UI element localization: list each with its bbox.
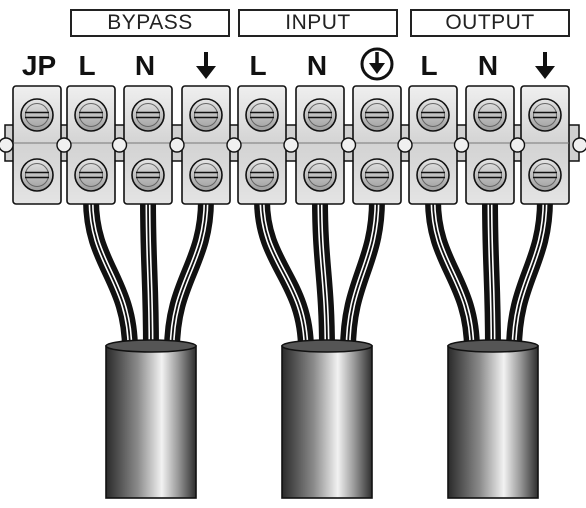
terminal-0 bbox=[12, 85, 62, 205]
screw-rim bbox=[421, 163, 445, 187]
cable-output bbox=[447, 339, 539, 499]
screw-rim bbox=[533, 103, 557, 127]
arrow-head bbox=[196, 66, 216, 79]
wire-core bbox=[319, 199, 328, 351]
screw-rim bbox=[194, 103, 218, 127]
bridge-hole bbox=[509, 137, 526, 153]
terminal-label-input-l: L bbox=[249, 50, 267, 81]
screw-rim bbox=[308, 103, 332, 127]
bridge-hole bbox=[169, 137, 185, 153]
bridge-hole bbox=[453, 137, 470, 153]
arrow-head bbox=[535, 66, 555, 79]
cable-end bbox=[281, 339, 373, 353]
ground-arrow-icon bbox=[196, 52, 216, 79]
wire-core bbox=[489, 199, 494, 351]
terminal-label-input-n: N bbox=[306, 50, 328, 81]
terminal-label-jp: JP bbox=[21, 50, 57, 81]
protective-earth-icon bbox=[360, 47, 394, 81]
terminal-2 bbox=[123, 85, 173, 205]
screw-rim bbox=[250, 163, 274, 187]
bridge-hole bbox=[340, 137, 357, 153]
screw-rim bbox=[250, 103, 274, 127]
group-box-output: OUTPUT bbox=[410, 9, 570, 37]
group-label-input: INPUT bbox=[285, 11, 351, 34]
cable-end bbox=[447, 339, 539, 353]
cable-input bbox=[281, 339, 373, 499]
terminal-6 bbox=[352, 85, 402, 205]
wire-core bbox=[90, 199, 131, 351]
terminal-1 bbox=[66, 85, 116, 205]
terminal-3 bbox=[181, 85, 231, 205]
bridge-hole bbox=[283, 137, 299, 153]
wire-core bbox=[171, 199, 207, 351]
screw-rim bbox=[478, 103, 502, 127]
terminal-label-output-l: L bbox=[420, 50, 438, 81]
screw-rim bbox=[79, 103, 103, 127]
group-box-bypass: BYPASS bbox=[70, 9, 230, 37]
ground-arrow-icon bbox=[535, 52, 555, 79]
terminal-9 bbox=[520, 85, 570, 205]
wire-core bbox=[261, 199, 307, 351]
bridge-hole bbox=[111, 137, 128, 153]
screw-rim bbox=[194, 163, 218, 187]
screw-rim bbox=[25, 103, 49, 127]
bridge-hole bbox=[397, 137, 413, 153]
wire-core bbox=[513, 199, 546, 351]
cables bbox=[105, 339, 539, 499]
terminal-5 bbox=[295, 85, 345, 205]
terminal-4 bbox=[237, 85, 287, 205]
screw-rim bbox=[533, 163, 557, 187]
wire-core bbox=[432, 199, 473, 351]
terminal-label-bypass-n: N bbox=[134, 50, 156, 81]
terminal-label-bypass-l: L bbox=[78, 50, 96, 81]
wires bbox=[83, 199, 553, 351]
group-box-input: INPUT bbox=[238, 9, 398, 37]
cable-jacket bbox=[447, 345, 539, 499]
terminal-symbols bbox=[196, 47, 555, 81]
screw-rim bbox=[365, 163, 389, 187]
screw-rim bbox=[478, 163, 502, 187]
cable-end bbox=[105, 339, 197, 353]
arrow-head bbox=[369, 63, 385, 74]
screw-rim bbox=[136, 163, 160, 187]
screw-rim bbox=[365, 103, 389, 127]
screw-rim bbox=[308, 163, 332, 187]
bridge-hole bbox=[0, 137, 14, 153]
wire-core bbox=[347, 199, 378, 351]
screw-rim bbox=[136, 103, 160, 127]
bridge-hole bbox=[56, 137, 72, 153]
group-label-bypass: BYPASS bbox=[107, 11, 193, 34]
screw-rim bbox=[79, 163, 103, 187]
bridge-hole bbox=[572, 137, 586, 153]
group-label-output: OUTPUT bbox=[445, 11, 535, 34]
terminal-7 bbox=[408, 85, 458, 205]
cable-bypass bbox=[105, 339, 197, 499]
terminal-8 bbox=[465, 85, 515, 205]
cable-jacket bbox=[281, 345, 373, 499]
bridge-hole bbox=[226, 137, 242, 153]
terminal-strip bbox=[0, 85, 586, 205]
screw-rim bbox=[25, 163, 49, 187]
wire-core bbox=[147, 199, 152, 351]
terminal-label-output-n: N bbox=[477, 50, 499, 81]
screw-rim bbox=[421, 103, 445, 127]
earth-ring bbox=[360, 47, 394, 81]
cable-jacket bbox=[105, 345, 197, 499]
